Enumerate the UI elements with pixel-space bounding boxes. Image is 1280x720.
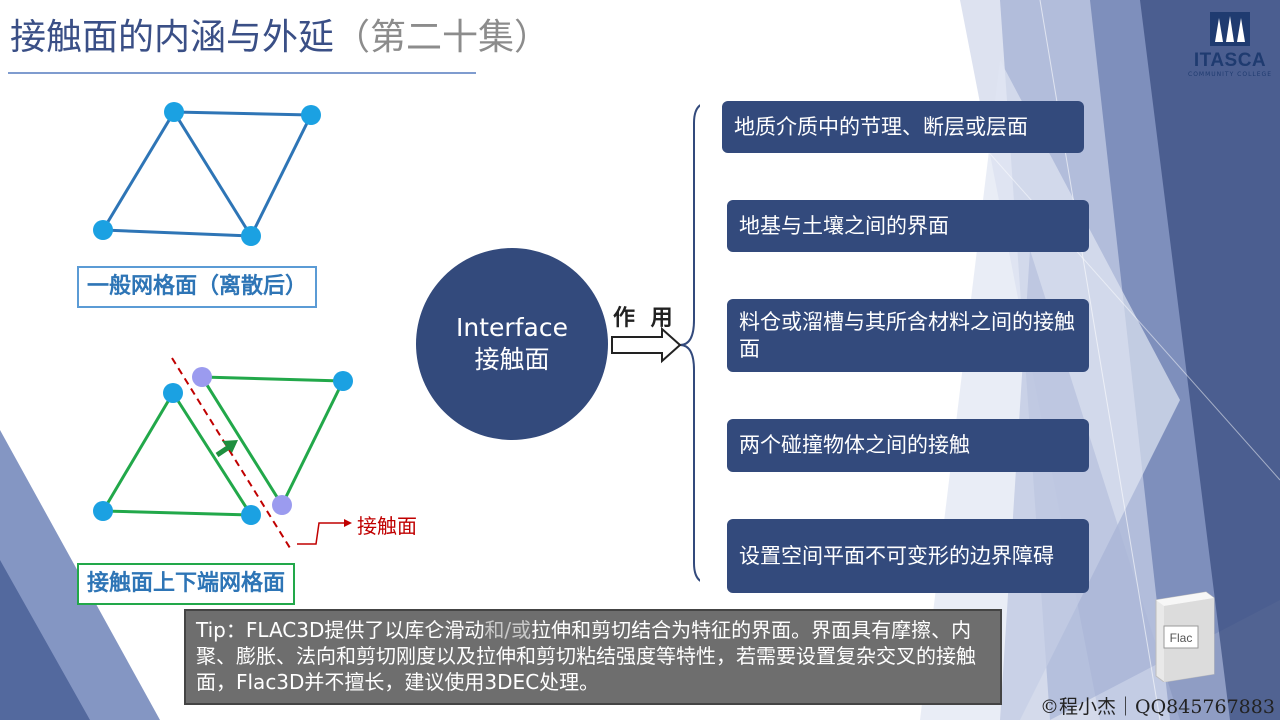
title-subtitle: （第二十集） (334, 17, 551, 58)
logo-tagline: COMMUNITY COLLEGE (1188, 71, 1272, 78)
tip-text-highlight: 和/或 (484, 618, 532, 642)
role-text: 地质介质中的节理、断层或层面 (734, 114, 1028, 139)
roles-bracket (679, 104, 700, 582)
title-underline (8, 72, 476, 74)
title-main: 接触面的内涵与外延 (10, 17, 335, 58)
contact-plane-dashed (171, 357, 291, 549)
contact-callout-arrow-icon (297, 519, 352, 545)
role-box-barrier: 设置空间平面不可变形的边界障碍 (727, 519, 1089, 593)
interface-circle: Interface 接触面 (416, 248, 608, 440)
general-mesh-nodes (93, 102, 321, 246)
contact-plane-label: 接触面 (357, 514, 417, 538)
page-title: 接触面的内涵与外延（第二十集） (10, 14, 550, 62)
contact-mesh-label: 接触面上下端网格面 (77, 563, 296, 605)
interface-label-cn: 接触面 (474, 345, 550, 374)
action-arrow-icon (611, 326, 682, 364)
role-box-silo: 料仓或溜槽与其所含材料之间的接触面 (727, 299, 1089, 372)
role-text: 料仓或溜槽与其所含材料之间的接触面 (739, 309, 1075, 361)
general-mesh (101, 110, 313, 238)
tip-box: Tip：FLAC3D提供了以库仑滑动和/或拉伸和剪切结合为特征的界面。界面具有摩… (184, 609, 1002, 705)
normal-arrow-icon (215, 440, 238, 458)
itasca-logo-icon (1210, 12, 1250, 46)
role-text: 设置空间平面不可变形的边界障碍 (739, 543, 1054, 568)
mesh-diagram (93, 102, 700, 582)
role-text: 两个碰撞物体之间的接触 (739, 433, 970, 457)
interface-label-en: Interface (456, 313, 568, 342)
role-box-foundation: 地基与土壤之间的界面 (727, 200, 1089, 252)
contact-mesh-nodes (93, 367, 353, 525)
flac-app-icon: Flac (1155, 591, 1215, 682)
logo-name: ITASCA (1193, 50, 1267, 71)
tip-text-part1: Tip：FLAC3D提供了以库仑滑动 (196, 618, 485, 642)
svg-text:Flac: Flac (1170, 631, 1193, 645)
action-label: 作 用 (613, 306, 677, 331)
general-mesh-label: 一般网格面（离散后） (77, 266, 318, 308)
role-text: 地基与土壤之间的界面 (739, 213, 949, 238)
contact-mesh (101, 375, 345, 517)
copyright-notice: ©程小杰｜QQ845767883 (1040, 696, 1275, 718)
role-box-collision: 两个碰撞物体之间的接触 (727, 419, 1089, 472)
tip-text-part2: 拉伸和剪切结合为特征的界面。界面具有摩擦、内聚、膨胀、法向和剪切刚度以及拉伸和剪… (196, 618, 976, 694)
role-box-joints: 地质介质中的节理、断层或层面 (722, 101, 1084, 153)
